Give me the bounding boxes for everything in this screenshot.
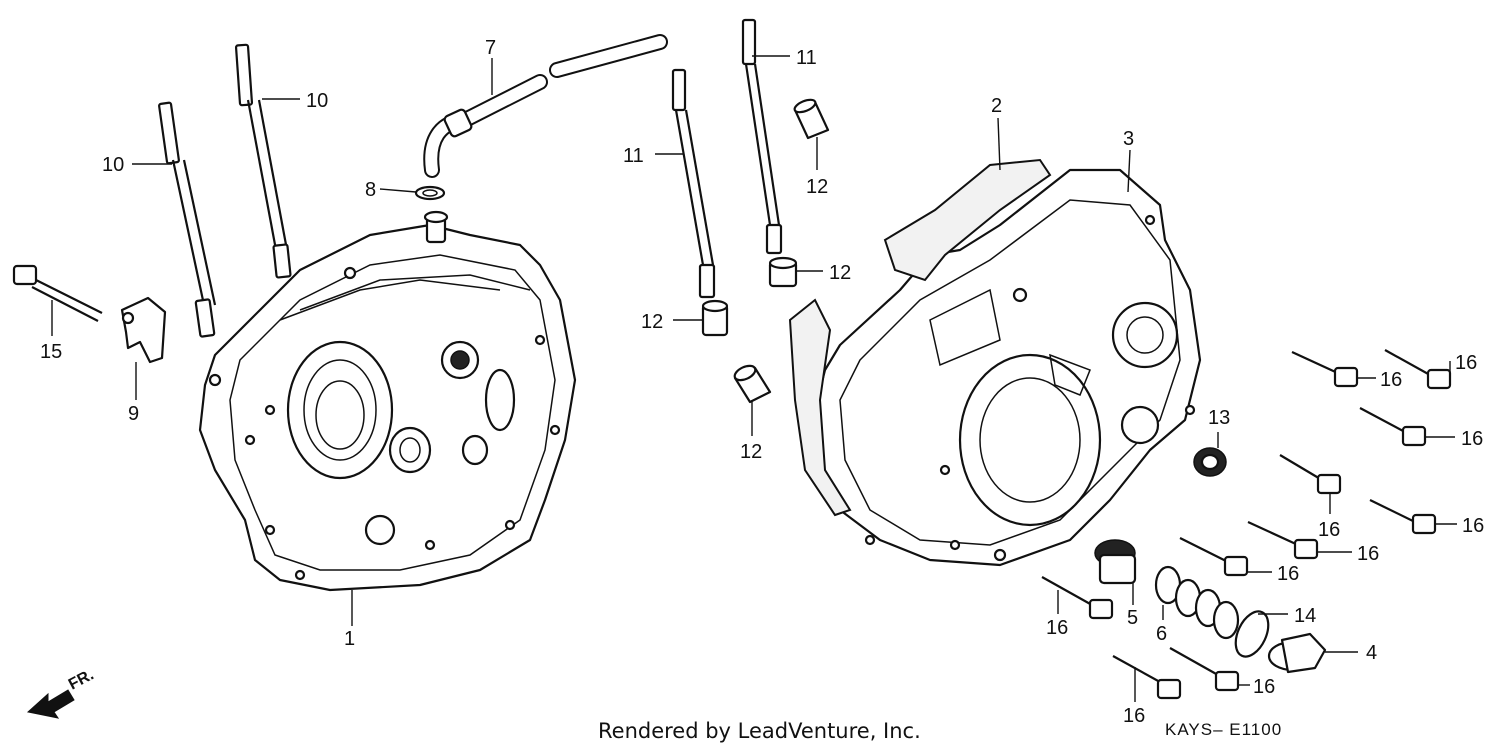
front-marker-label: FR.: [66, 666, 97, 693]
callout-12d: 12: [740, 441, 762, 463]
breather-tube: [423, 34, 668, 178]
dowel-pin-12c: [701, 299, 729, 337]
callout-16h: 16: [1046, 617, 1068, 639]
callout-labels: 1 2 3 4 5 6 7 8 9 10 10 11 11 12 12 12 1…: [40, 37, 1484, 727]
bolt-16e: [1369, 499, 1437, 535]
callout-10b: 10: [306, 90, 328, 112]
bolt-16c: [1359, 407, 1427, 447]
bolt-16g: [1179, 537, 1249, 577]
drain-plug-4: [1267, 632, 1327, 674]
bracket: [120, 296, 167, 364]
stud-bolt-10a: [158, 101, 217, 338]
callout-16f: 16: [1357, 543, 1379, 565]
diagram-code: KAYS– E1100: [1165, 720, 1282, 739]
callout-11a: 11: [623, 145, 644, 167]
bolt-16a: [1291, 351, 1359, 388]
callout-16e: 16: [1462, 515, 1484, 537]
bolt-15: [12, 264, 103, 322]
spring-6: [1154, 565, 1240, 640]
stud-bolt-10b: [234, 43, 292, 279]
dowel-pin-12d: [733, 364, 772, 404]
callout-11b: 11: [796, 47, 817, 69]
stud-bolt-11b: [741, 18, 783, 255]
callout-14: 14: [1294, 605, 1316, 627]
bolt-16f: [1247, 521, 1319, 560]
callout-5: 5: [1127, 607, 1138, 629]
callout-16j: 16: [1123, 705, 1145, 727]
callout-8: 8: [365, 179, 376, 201]
left-crankcase: [198, 210, 577, 592]
bolt-16j: [1112, 655, 1182, 700]
dowel-pin-12b: [768, 256, 798, 288]
bolt-16b: [1384, 349, 1452, 390]
right-crankcase: [813, 168, 1202, 567]
callout-6: 6: [1156, 623, 1167, 645]
crankcase-gasket: [788, 158, 1052, 517]
callout-4: 4: [1366, 642, 1377, 664]
callout-7: 7: [485, 37, 496, 59]
callout-3: 3: [1123, 128, 1134, 150]
o-ring-14: [1234, 610, 1270, 658]
callout-10a: 10: [102, 154, 124, 176]
stud-bolt-11a: [671, 68, 716, 299]
callout-2: 2: [991, 95, 1002, 117]
bolt-16-group: [1041, 349, 1452, 700]
callout-12c: 12: [641, 311, 663, 333]
bolt-16i: [1169, 647, 1240, 692]
callout-13: 13: [1208, 407, 1230, 429]
front-arrow-marker: FR.: [26, 666, 97, 719]
callout-16b: 16: [1455, 352, 1477, 374]
bolt-16d: [1279, 454, 1342, 495]
callout-12a: 12: [806, 176, 828, 198]
dowel-pin-12a: [793, 98, 830, 140]
leader-lines: [51, 55, 1457, 702]
callout-15: 15: [40, 341, 62, 363]
callout-16g: 16: [1277, 563, 1299, 585]
callout-16a: 16: [1380, 369, 1402, 391]
rendered-by-credit: Rendered by LeadVenture, Inc.: [598, 719, 921, 743]
callout-16i: 16: [1253, 676, 1275, 698]
callout-16c: 16: [1461, 428, 1483, 450]
bolt-16h: [1041, 576, 1114, 620]
callout-12b: 12: [829, 262, 851, 284]
tube-clip: [414, 185, 446, 201]
oil-strainer-screen-5: [1094, 539, 1137, 585]
bearing-13: [1193, 447, 1227, 477]
callout-16d: 16: [1318, 519, 1340, 541]
callout-1: 1: [344, 628, 355, 650]
callout-9: 9: [128, 403, 139, 425]
